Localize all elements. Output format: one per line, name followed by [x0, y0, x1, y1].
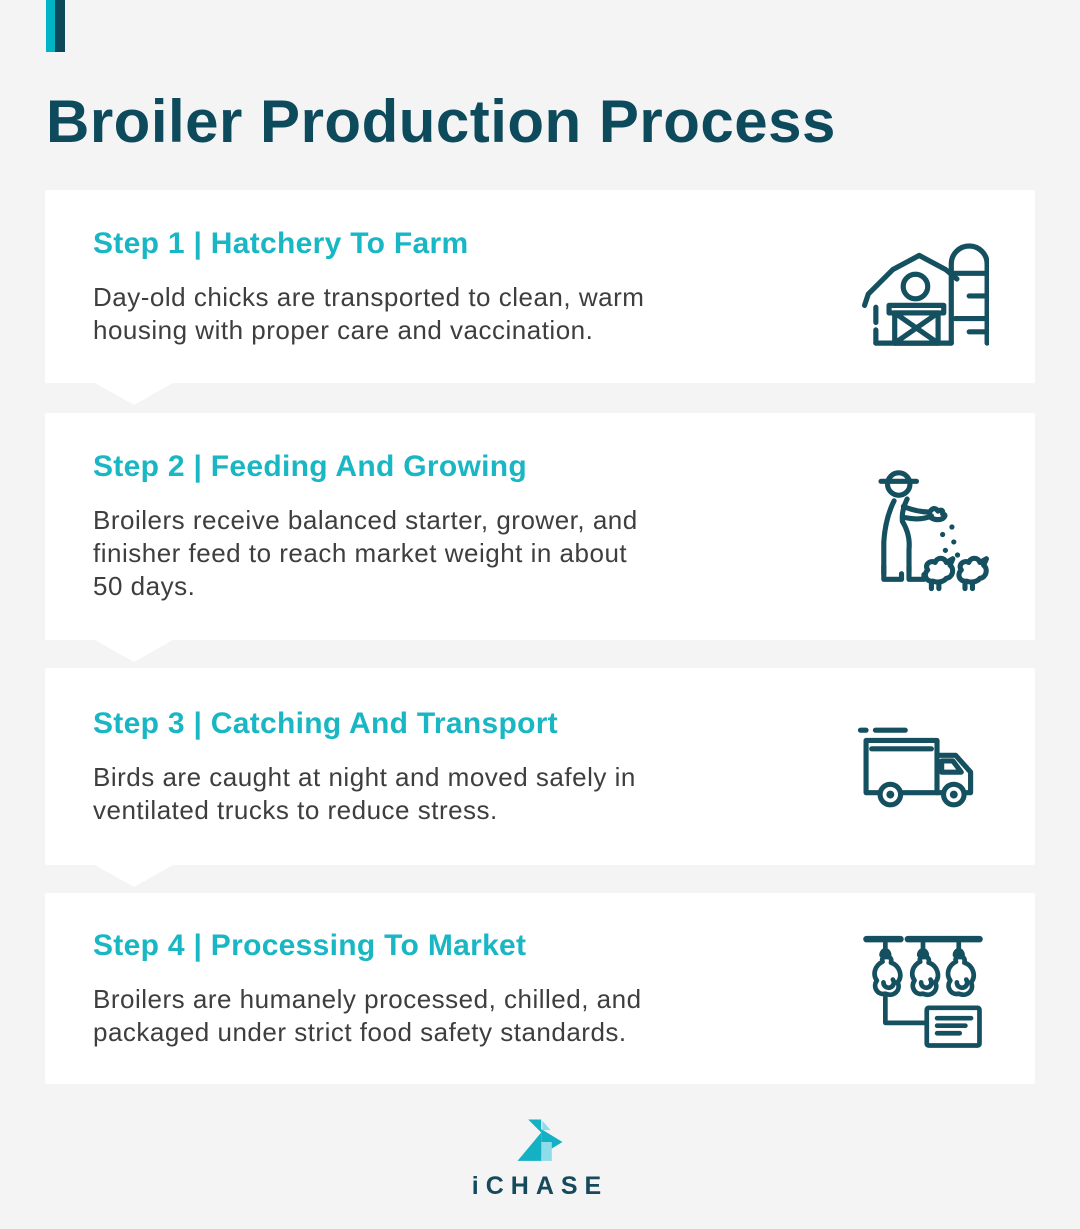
brand-logo-icon: [517, 1119, 563, 1161]
step-4-title: Step 4 | Processing To Market: [93, 928, 527, 962]
farmer-feeding-chickens-icon: [850, 456, 995, 598]
step-3-description: Birds are caught at night and moved safe…: [93, 761, 636, 825]
step-3-title: Step 3 | Catching And Transport: [93, 706, 558, 740]
delivery-truck-icon: [850, 718, 995, 816]
step-1-description: Day-old chicks are transported to clean,…: [93, 281, 645, 345]
steps-list: Step 1 | Hatchery To Farm Day-old chicks…: [45, 190, 1035, 1084]
step-2-description: Broilers receive balanced starter, growe…: [93, 505, 638, 601]
step-card-3: Step 3 | Catching And Transport Birds ar…: [45, 668, 1035, 887]
footer: iCHASE: [0, 1118, 1080, 1201]
hanging-carcasses-label-icon: [850, 925, 995, 1053]
step-card-4: Step 4 | Processing To Market Broilers a…: [45, 893, 1035, 1084]
step-4-text: Step 4 | Processing To Market Broilers a…: [93, 929, 850, 1049]
step-card-1: Step 1 | Hatchery To Farm Day-old chicks…: [45, 190, 1035, 405]
step-4-description: Broilers are humanely processed, chilled…: [93, 983, 642, 1047]
step-2-title: Step 2 | Feeding And Growing: [93, 450, 528, 483]
barn-silo-icon: [850, 224, 995, 350]
step-1-title: Step 1 | Hatchery To Farm: [93, 226, 469, 260]
accent-mark: [46, 0, 65, 52]
page-title: Broiler Production Process: [46, 88, 836, 155]
accent-bar-cyan: [46, 0, 55, 52]
step-1-text: Step 1 | Hatchery To Farm Day-old chicks…: [93, 227, 850, 347]
brand-name: iCHASE: [471, 1172, 609, 1200]
step-2-text: Step 2 | Feeding And Growing Broilers re…: [93, 450, 850, 603]
step-3-text: Step 3 | Catching And Transport Birds ar…: [93, 707, 850, 827]
accent-bar-dark: [55, 0, 65, 52]
step-card-2: Step 2 | Feeding And Growing Broilers re…: [45, 413, 1035, 662]
